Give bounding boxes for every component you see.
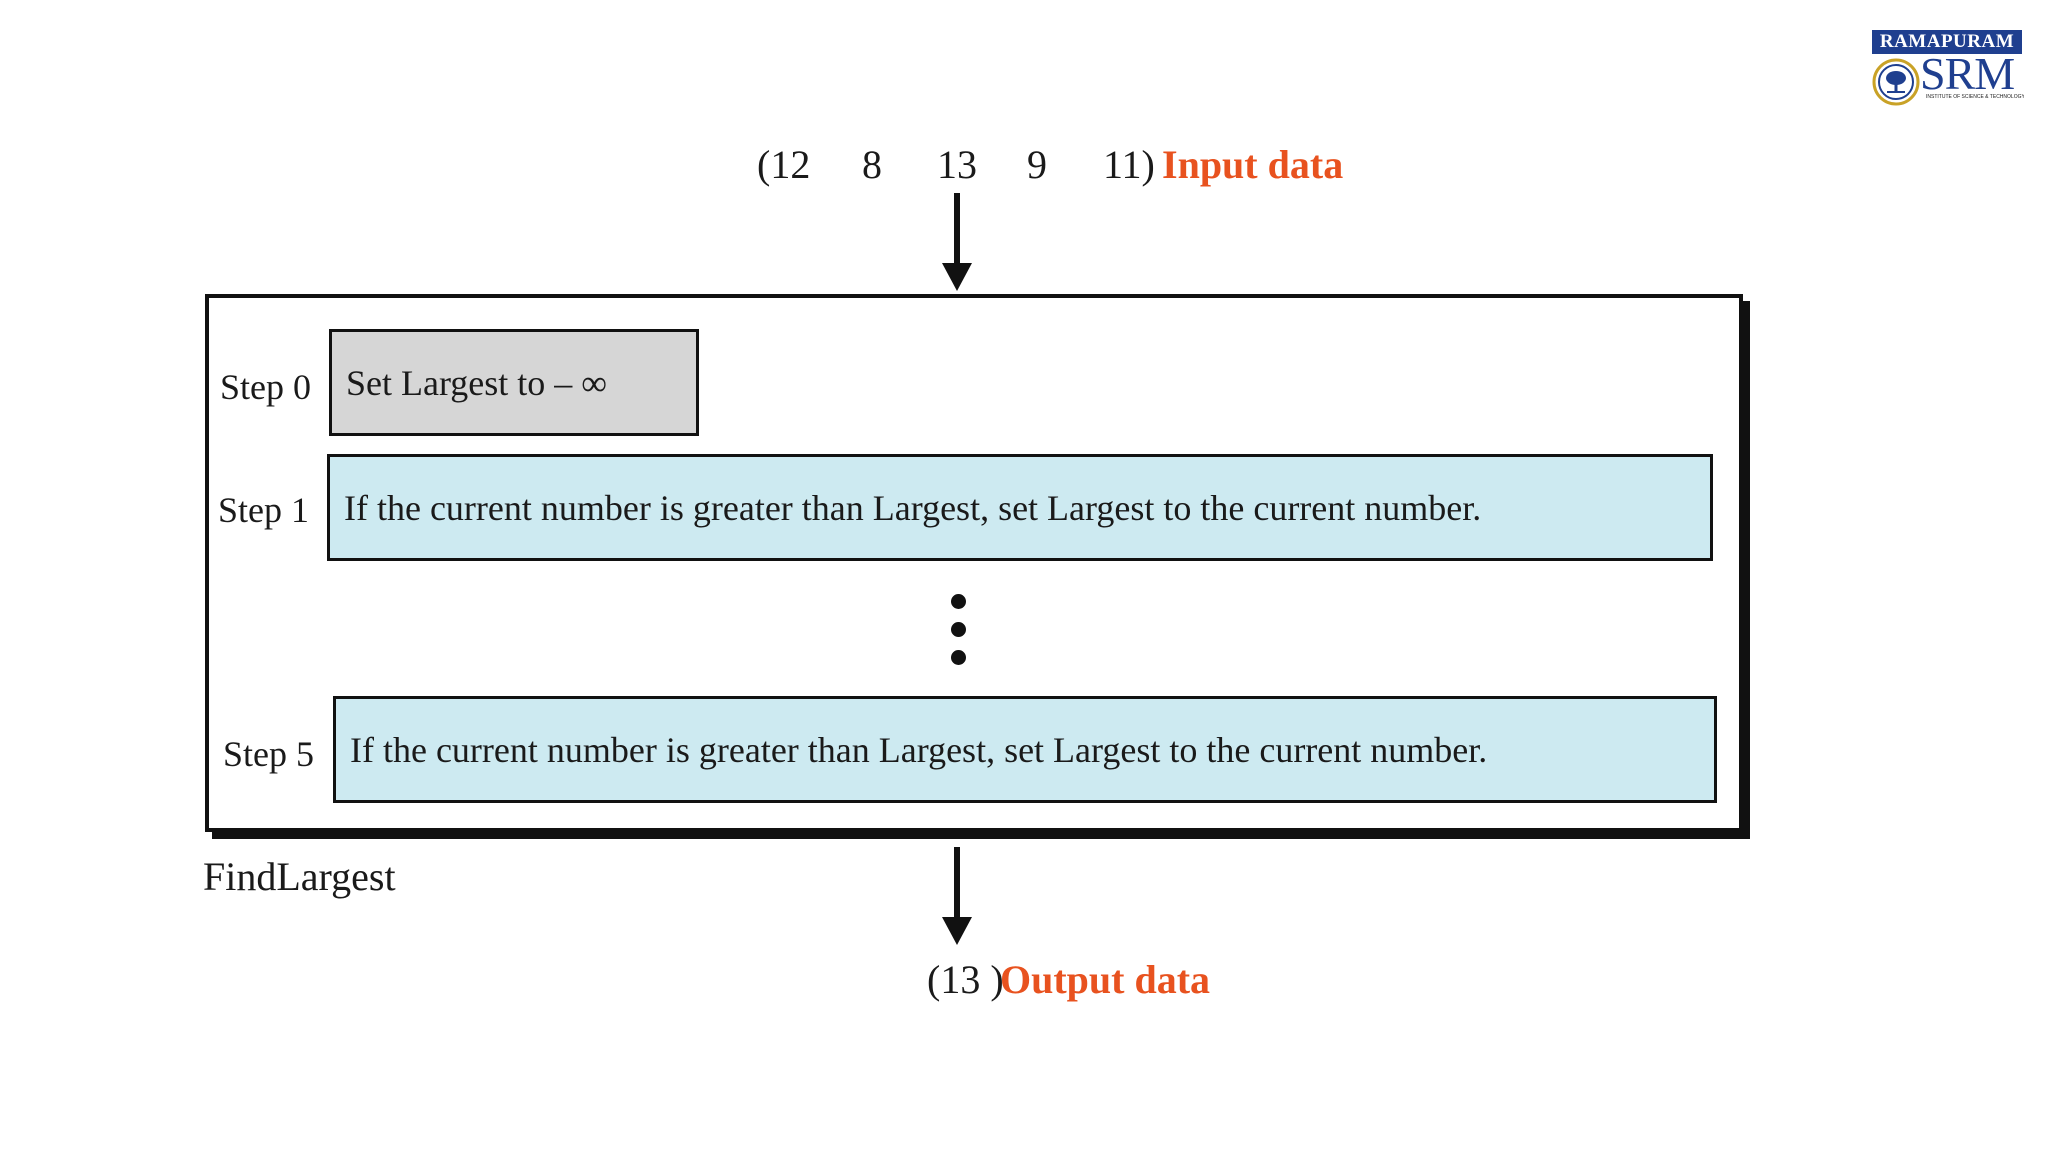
input-number: 11) [1103,142,1155,187]
step-1-text: If the current number is greater than La… [344,487,1482,528]
step-0-label: Step 0 [220,367,312,407]
step-5-text: If the current number is greater than La… [350,729,1488,770]
step-1-label: Step 1 [218,490,310,530]
logo-emblem-icon [1872,58,1920,106]
input-number: 9 [1027,142,1047,187]
output-data-label: Output data [1000,957,1211,1002]
logo-subtitle: INSTITUTE OF SCIENCE & TECHNOLOGY [1926,94,2024,100]
input-arrow [942,193,972,291]
output-arrow [942,847,972,945]
find-largest-box: Step 0 Set Largest to – ∞ Step 1 If the … [205,294,1743,832]
input-number: (12 [757,142,811,187]
logo-wordmark: SRM [1920,48,2015,99]
module-name: FindLargest [203,854,396,899]
step-0-text: Set Largest to – ∞ [346,362,607,403]
ellipsis-dot [951,650,966,665]
ellipsis-dot [951,594,966,609]
output-row: (13 ) Output data [0,955,2048,1005]
logo-banner: RAMAPURAM [1872,30,2022,54]
output-value: (13 ) [927,957,1004,1002]
input-data-label: Input data [1162,142,1344,187]
input-number: 8 [862,142,882,187]
step-5-label: Step 5 [223,734,315,774]
srm-logo: RAMAPURAM SRM INSTITUTE OF SCIENCE & TEC… [1872,30,2024,108]
input-row: (12 8 13 9 11) Input data [0,140,2048,190]
ellipsis-dot [951,622,966,637]
step-0-box: Set Largest to – ∞ [329,329,699,436]
step-1-box: If the current number is greater than La… [327,454,1713,561]
step-5-box: If the current number is greater than La… [333,696,1717,803]
input-number: 13 [937,142,977,187]
